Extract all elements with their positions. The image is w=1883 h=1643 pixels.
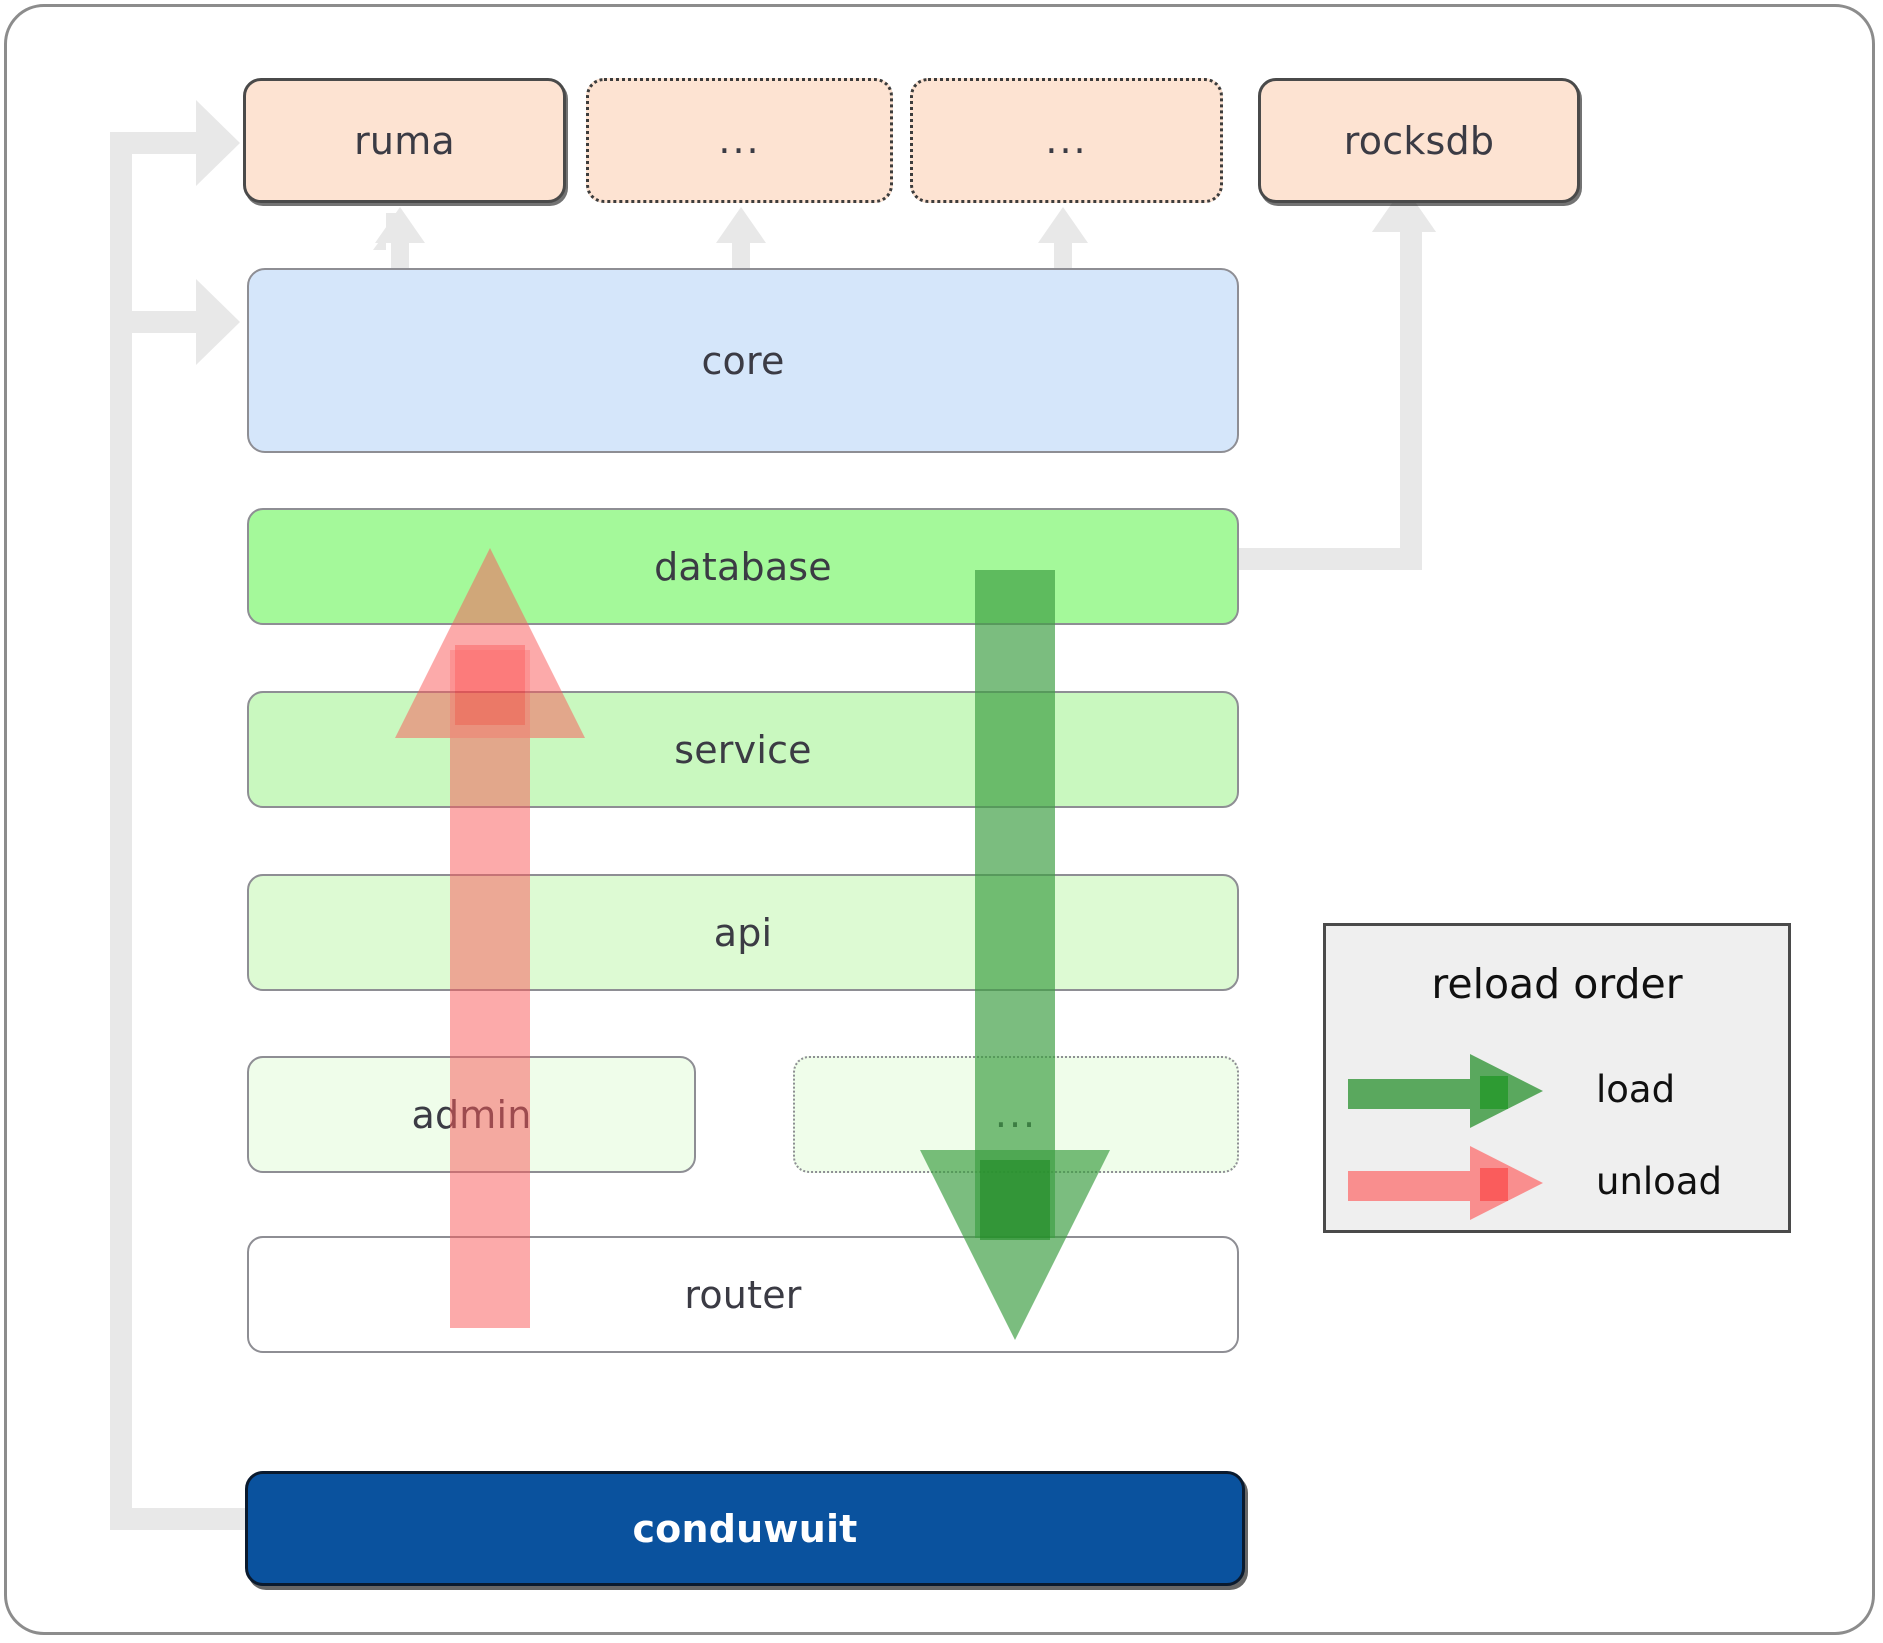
legend-load-arrow-icon <box>1348 1054 1543 1128</box>
node-dependency-ellipsis-1-label: ... <box>718 117 761 162</box>
legend-unload-label: unload <box>1596 1160 1722 1203</box>
node-conduwuit[interactable]: conduwuit <box>245 1471 1245 1586</box>
arrow-core-to-dep2 <box>1038 207 1088 280</box>
node-database[interactable]: database <box>247 508 1239 625</box>
legend-load-label: load <box>1596 1068 1676 1111</box>
arrow-core-to-dep1 <box>716 207 766 280</box>
connector-foot-to-conduwuit <box>110 1508 245 1530</box>
arrow-database-to-rocksdb-head <box>1372 186 1436 232</box>
node-dependency-ellipsis-2-label: ... <box>1045 117 1088 162</box>
node-layer-ellipsis[interactable]: ... <box>793 1056 1239 1173</box>
node-api[interactable]: api <box>247 874 1239 991</box>
node-layer-ellipsis-label: ... <box>994 1091 1038 1136</box>
node-service[interactable]: service <box>247 691 1239 808</box>
node-router[interactable]: router <box>247 1236 1239 1353</box>
node-service-label: service <box>674 727 812 772</box>
node-router-label: router <box>684 1272 802 1317</box>
arrow-core-to-ruma-b <box>375 207 425 280</box>
node-rocksdb-label: rocksdb <box>1343 118 1495 163</box>
connector-conduwuit-to-ruma <box>110 100 240 1530</box>
node-api-label: api <box>713 910 773 955</box>
connector-foot-cap <box>110 1508 132 1530</box>
legend-title: reload order <box>1431 960 1683 1008</box>
node-ruma[interactable]: ruma <box>243 78 566 203</box>
node-core-label: core <box>701 338 785 383</box>
node-core[interactable]: core <box>247 268 1239 453</box>
legend-reload-order: reload order load unload <box>1323 923 1791 1233</box>
node-admin[interactable]: admin <box>247 1056 696 1173</box>
node-ruma-label: ruma <box>354 118 455 163</box>
node-conduwuit-label: conduwuit <box>632 1506 858 1551</box>
legend-unload-arrow-icon <box>1348 1146 1543 1220</box>
connector-conduwuit-to-core <box>132 279 240 365</box>
node-database-label: database <box>654 544 832 589</box>
node-dependency-ellipsis-1[interactable]: ... <box>586 78 893 203</box>
node-admin-label: admin <box>411 1092 532 1137</box>
node-rocksdb[interactable]: rocksdb <box>1258 78 1580 203</box>
node-dependency-ellipsis-2[interactable]: ... <box>910 78 1223 203</box>
